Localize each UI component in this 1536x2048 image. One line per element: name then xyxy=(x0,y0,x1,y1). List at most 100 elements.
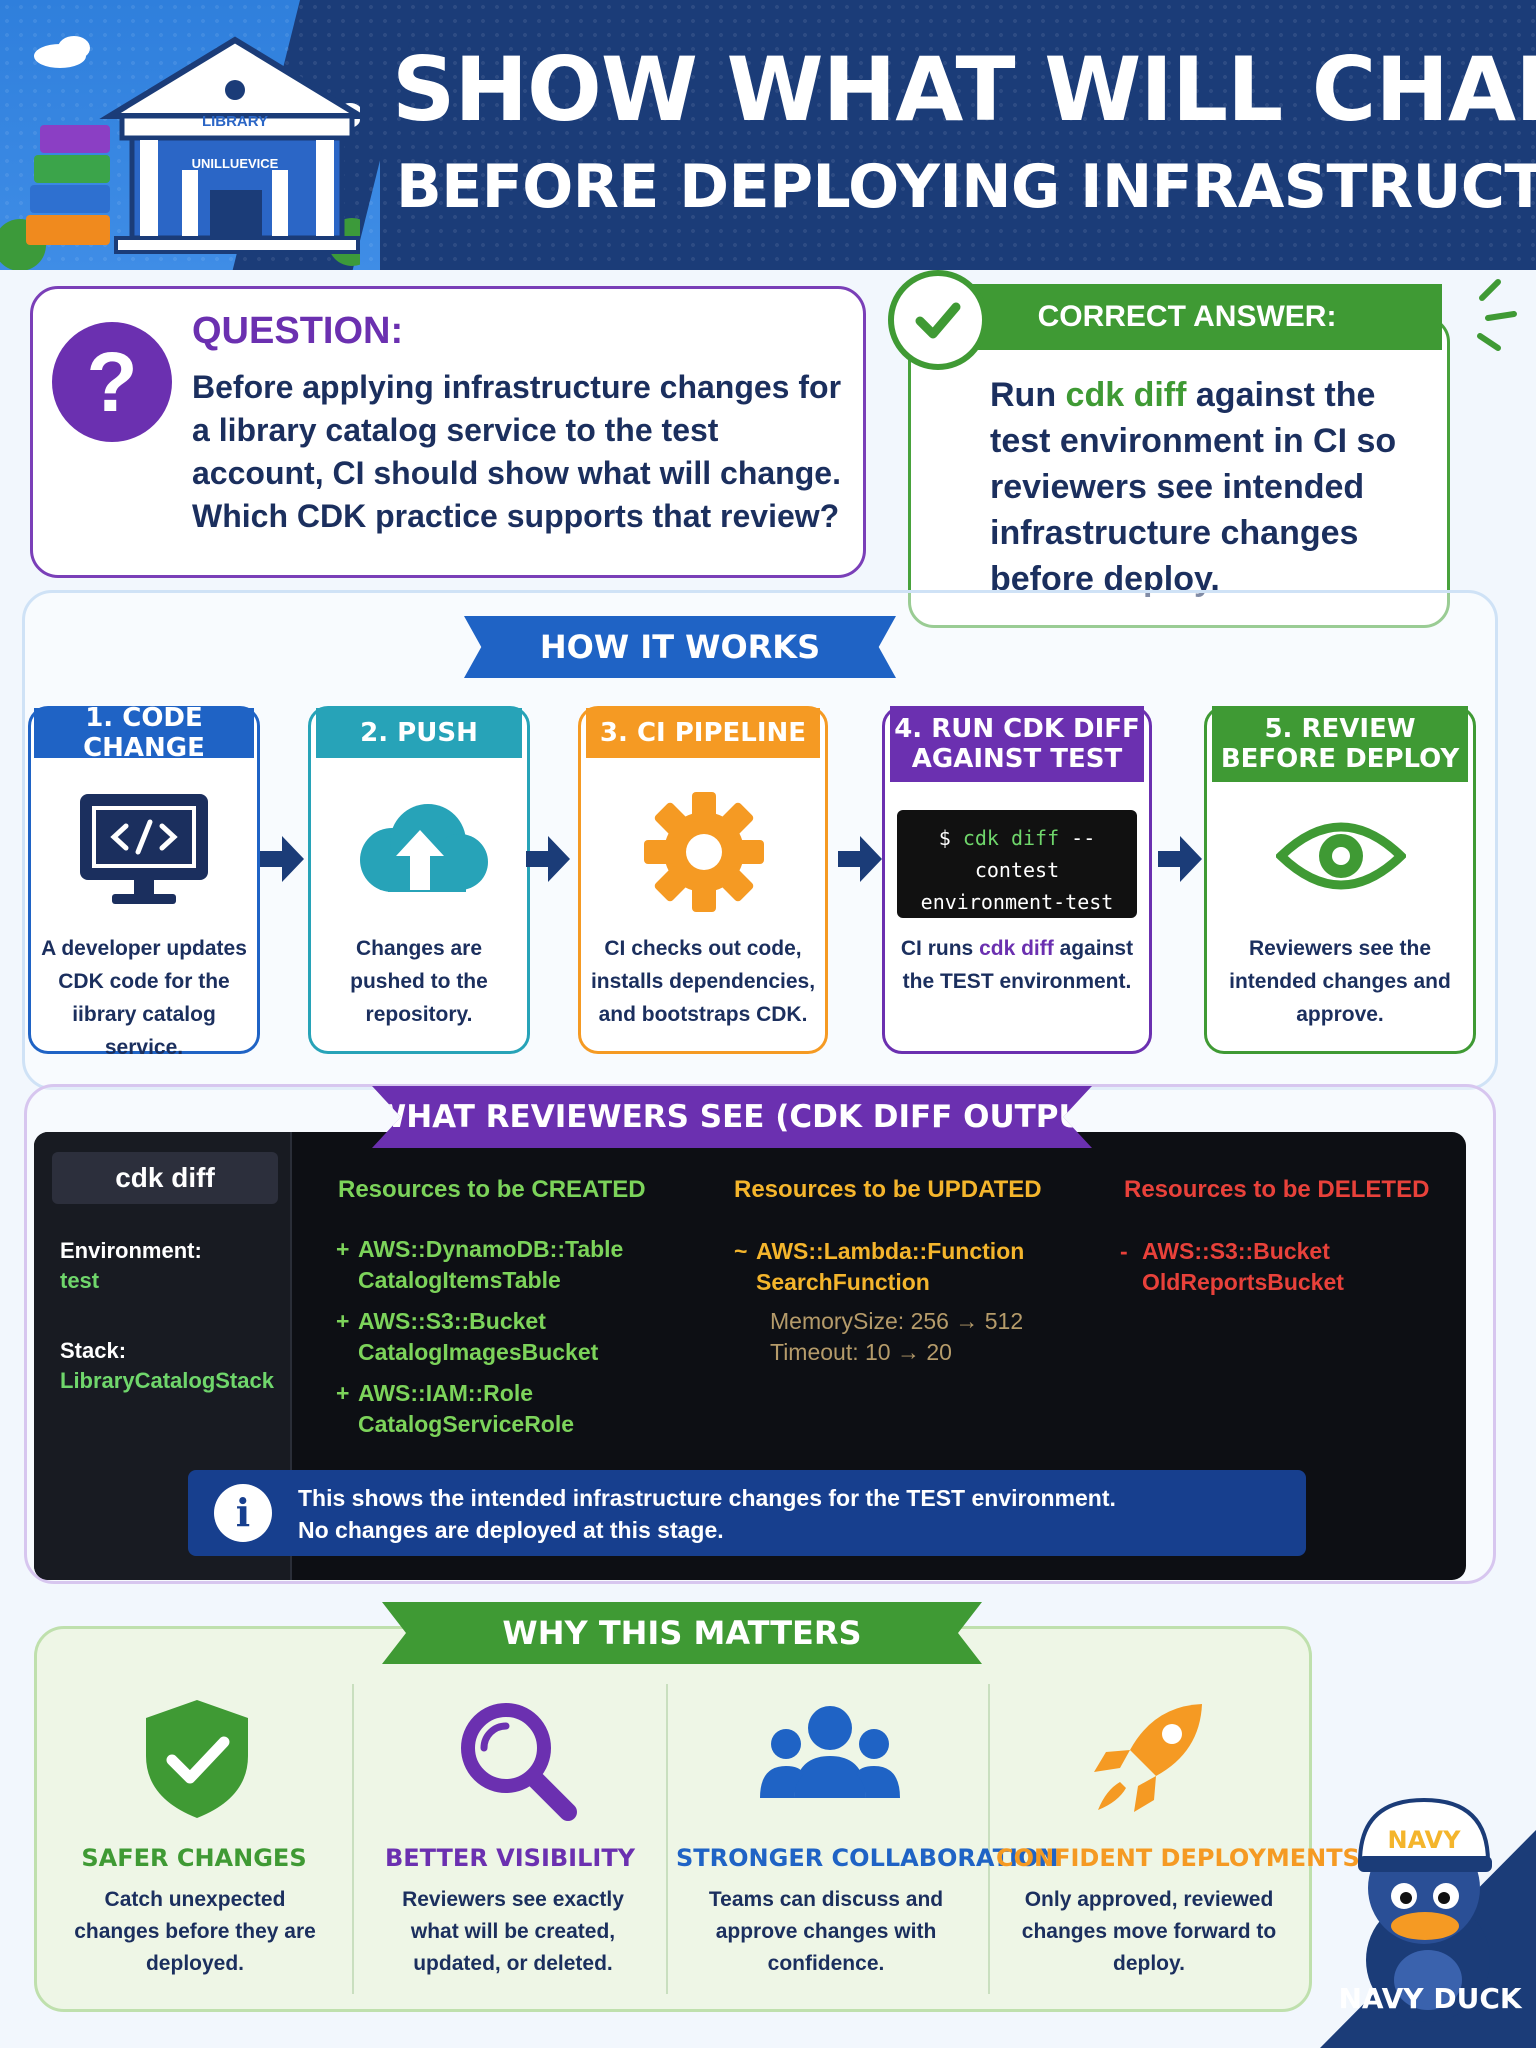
stack-value: LibraryCatalogStack xyxy=(60,1368,274,1393)
update-details: MemorySize: 256 → 512 Timeout: 10 → 20 xyxy=(770,1306,1023,1368)
created-item: + AWS::S3::Bucket CatalogImagesBucket xyxy=(336,1306,598,1368)
answer-text-start: Run xyxy=(990,376,1066,414)
library-sign-line2: UNILLUEVICE xyxy=(192,156,279,171)
info-icon: i xyxy=(214,1484,272,1542)
stack-label: Stack: xyxy=(60,1338,127,1363)
why-item-title: CONFIDENT DEPLOYMENTS xyxy=(996,1844,1360,1872)
created-type: AWS::DynamoDB::Table xyxy=(358,1236,624,1262)
info-text: This shows the intended infrastructure c… xyxy=(298,1482,1116,1546)
diff-sidebar-heading: cdk diff xyxy=(52,1152,278,1204)
terminal-prompt: $ xyxy=(938,826,963,850)
created-item: + AWS::DynamoDB::Table CatalogItemsTable xyxy=(336,1234,623,1296)
eye-icon xyxy=(1276,822,1406,890)
why-item-title: BETTER VISIBILITY xyxy=(384,1844,636,1872)
deleted-marker: - xyxy=(1120,1238,1128,1264)
created-name: CatalogImagesBucket xyxy=(358,1339,599,1365)
step-2-label: 2. PUSH xyxy=(316,708,522,758)
deleted-item: -AWS::S3::Bucket OldReportsBucket xyxy=(1120,1236,1344,1298)
question-card xyxy=(30,286,866,578)
timeout-change: Timeout: 10 → 20 xyxy=(770,1339,952,1365)
memory-size-change: MemorySize: 256 → 512 xyxy=(770,1308,1024,1334)
answer-command: cdk diff xyxy=(1065,376,1187,414)
why-item-desc: Only approved, reviewed changes move for… xyxy=(1021,1888,1277,1975)
library-sign-line1: LIBRARY xyxy=(202,113,268,130)
environment-label: Environment: xyxy=(60,1238,202,1263)
step-5-label: 5. REVIEW BEFORE DEPLOY xyxy=(1212,706,1468,782)
step-4-desc: CI runs cdk diff against the TEST enviro… xyxy=(892,932,1142,998)
deleted-name: OldReportsBucket xyxy=(1142,1269,1344,1295)
answer-text: Run cdk diff against the test environmen… xyxy=(990,372,1430,602)
created-heading: Resources to be CREATED xyxy=(338,1176,646,1203)
team-icon xyxy=(760,1706,900,1798)
step-4-desc-start: CI runs xyxy=(900,937,980,960)
updated-type: AWS::Lambda::Function xyxy=(756,1238,1025,1264)
why-item-desc: Teams can discuss and approve changes wi… xyxy=(708,1888,944,1975)
environment-value: test xyxy=(60,1268,100,1293)
created-item: + AWS::IAM::Role CatalogServiceRole xyxy=(336,1378,574,1440)
why-item-title: SAFER CHANGES xyxy=(81,1844,307,1872)
rocket-icon xyxy=(1094,1704,1202,1812)
sparkle-icon xyxy=(1477,279,1517,351)
question-mark-icon: ? xyxy=(52,322,172,442)
check-circle-icon xyxy=(888,270,988,370)
created-name: CatalogItemsTable xyxy=(358,1267,561,1293)
deleted-type: AWS::S3::Bucket xyxy=(1142,1238,1330,1264)
step-4-desc-cmd: cdk diff xyxy=(979,937,1054,960)
created-type: AWS::IAM::Role xyxy=(358,1380,534,1406)
answer-card xyxy=(908,316,1450,628)
updated-item: ~ AWS::Lambda::Function SearchFunction xyxy=(734,1236,1024,1298)
step-4-desc-end: against the TEST environment. xyxy=(902,937,1134,993)
step-4-label: 4. RUN CDK DIFF AGAINST TEST xyxy=(890,706,1144,782)
updated-name: SearchFunction xyxy=(756,1269,930,1295)
computer-code-icon xyxy=(80,794,208,904)
page-title-line1: SHOW WHAT WILL CHANGE xyxy=(392,38,1536,141)
arrow-right-icon xyxy=(1158,836,1202,882)
navy-duck-mascot-icon: NAVY xyxy=(1320,1797,1536,2048)
terminal-command: $ cdk diff --contest environment-test xyxy=(897,810,1137,918)
deleted-heading: Resources to be DELETED xyxy=(1124,1176,1430,1203)
diff-output-title: WHAT REVIEWERS SEE (CDK DIFF OUTPUT) xyxy=(372,1086,1092,1148)
divider xyxy=(666,1684,668,1994)
arrow-right-icon xyxy=(260,836,304,882)
question-label: QUESTION: xyxy=(192,310,404,352)
cloud-upload-icon xyxy=(360,804,488,892)
divider xyxy=(352,1684,354,1994)
terminal-line2: environment-test xyxy=(920,890,1114,914)
library-building-icon: LIBRARY UNILLUEVICE xyxy=(0,36,360,270)
updated-marker: ~ xyxy=(734,1238,748,1264)
info-line1: This shows the intended infrastructure c… xyxy=(298,1485,1116,1511)
arrow-right-icon xyxy=(838,836,882,882)
why-item-desc: Catch unexpected changes before they are… xyxy=(74,1888,316,1975)
navy-duck-label: NAVY DUCK xyxy=(1338,1982,1522,2015)
gear-icon xyxy=(644,792,764,912)
created-marker: + xyxy=(336,1236,350,1262)
step-3-label: 3. CI PIPELINE xyxy=(586,708,820,758)
page-title-line2: BEFORE DEPLOYING INFRASTRUCTURE xyxy=(396,152,1536,222)
shield-check-icon xyxy=(146,1700,248,1818)
how-it-works-title: HOW IT WORKS xyxy=(464,616,896,678)
why-item-title: STRONGER COLLABORATION xyxy=(676,1844,1059,1872)
duck-cap-text: NAVY xyxy=(1388,1826,1462,1854)
why-it-matters-title: WHY THIS MATTERS xyxy=(382,1602,982,1664)
info-callout xyxy=(188,1470,1306,1556)
divider xyxy=(988,1684,990,1994)
magnifier-icon xyxy=(461,1703,577,1821)
arrow-right-icon xyxy=(526,836,570,882)
question-text: Before applying infrastructure changes f… xyxy=(192,369,842,534)
terminal-args: --contest xyxy=(974,826,1096,882)
terminal-cmd: cdk diff xyxy=(962,826,1060,850)
why-item-desc: Reviewers see exactly what will be creat… xyxy=(402,1888,624,1975)
updated-heading: Resources to be UPDATED xyxy=(734,1176,1042,1203)
answer-label: CORRECT ANSWER: xyxy=(932,284,1442,350)
step-2-desc: Changes are pushed to the repository. xyxy=(350,937,488,1026)
created-marker: + xyxy=(336,1380,350,1406)
created-name: CatalogServiceRole xyxy=(358,1411,575,1437)
step-1-desc: A developer updates CDK code for the iib… xyxy=(41,937,247,1059)
step-3-desc: CI checks out code, installs dependencie… xyxy=(590,937,816,1026)
answer-text-end: against the test environment in CI so re… xyxy=(990,376,1397,598)
info-line2: No changes are deployed at this stage. xyxy=(298,1517,724,1543)
step-1-label: 1. CODE CHANGE xyxy=(34,703,254,763)
created-type: AWS::S3::Bucket xyxy=(358,1308,546,1334)
created-marker: + xyxy=(336,1308,350,1334)
header-banner: LIBRARY UNILLUEVICE SHOW WHAT WILL CHANG… xyxy=(0,0,1536,270)
